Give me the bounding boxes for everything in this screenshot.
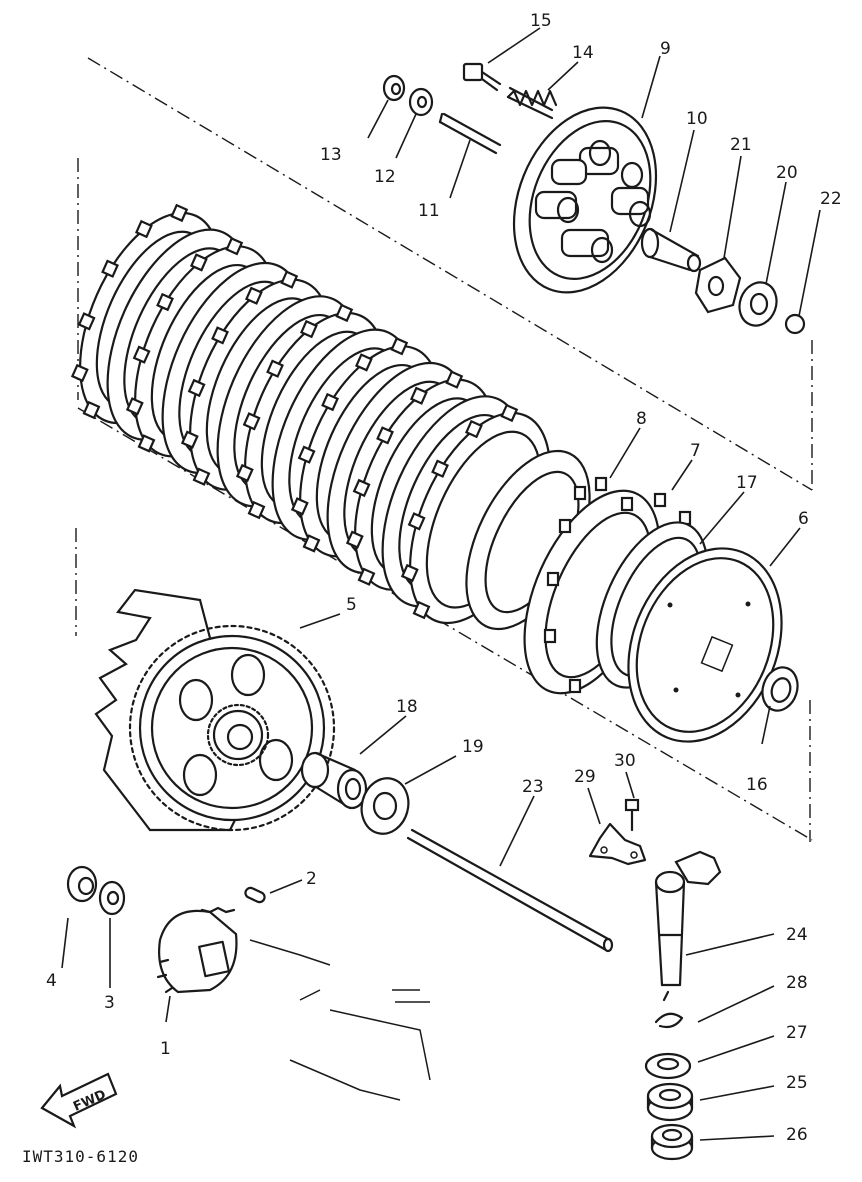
part-label-28: 28 — [786, 973, 808, 993]
part-13-nut — [382, 74, 406, 102]
part-label-29: 29 — [574, 767, 596, 787]
part-label-19: 19 — [462, 737, 484, 757]
part-label-6: 6 — [798, 509, 809, 529]
part-label-13: 13 — [320, 145, 342, 165]
part-16-washer — [761, 666, 799, 712]
part-5-clutch-housing — [94, 588, 336, 832]
part-label-5: 5 — [346, 595, 357, 615]
part-label-12: 12 — [374, 167, 396, 187]
part-28-clip — [654, 990, 684, 1029]
part-29-bracket — [588, 822, 647, 866]
part-23-long-push-rod — [406, 828, 614, 953]
part-label-25: 25 — [786, 1073, 808, 1093]
part-label-9: 9 — [660, 39, 671, 59]
part-21-nut — [694, 256, 742, 314]
part-27-washer — [644, 1052, 692, 1080]
figure-code: IWT310-6120 — [22, 1147, 139, 1166]
part-6-clutch-boss — [627, 547, 783, 743]
part-label-2: 2 — [306, 869, 317, 889]
part-label-8: 8 — [636, 409, 647, 429]
part-label-24: 24 — [786, 925, 808, 945]
part-label-1: 1 — [160, 1039, 171, 1059]
part-14-spring — [506, 86, 558, 120]
part-label-10: 10 — [686, 109, 708, 129]
part-label-4: 4 — [46, 971, 57, 991]
part-label-11: 11 — [418, 201, 440, 221]
part-label-17: 17 — [736, 473, 758, 493]
part-24-lever-shaft — [654, 850, 722, 987]
part-3-washer — [98, 880, 126, 916]
part-2-pin — [244, 886, 266, 904]
part-label-7: 7 — [690, 441, 701, 461]
part-label-3: 3 — [104, 993, 115, 1013]
fwd-arrow-icon: FWD — [40, 1072, 118, 1129]
part-11-push-rod — [438, 112, 502, 155]
part-label-26: 26 — [786, 1125, 808, 1145]
part-19-washer — [360, 777, 410, 835]
part-label-21: 21 — [730, 135, 752, 155]
part-26-bush — [650, 1123, 694, 1161]
part-25-oil-seal — [646, 1082, 694, 1122]
part-label-22: 22 — [820, 189, 842, 209]
part-22-ball — [784, 313, 806, 335]
part-label-15: 15 — [530, 11, 552, 31]
part-4-bearing — [66, 865, 98, 903]
part-label-23: 23 — [522, 777, 544, 797]
part-12-washer — [408, 87, 434, 117]
part-label-14: 14 — [572, 43, 594, 63]
part-label-30: 30 — [614, 751, 636, 771]
crankcase-outline — [249, 939, 431, 1101]
part-1-primary-drive-gear — [156, 906, 238, 994]
part-30-screw — [624, 798, 640, 832]
part-label-27: 27 — [786, 1023, 808, 1043]
part-label-16: 16 — [746, 775, 768, 795]
part-9-pressure-plate — [512, 106, 658, 294]
part-number-labels: 15 14 9 10 21 20 22 13 12 11 8 7 17 6 5 … — [46, 11, 842, 1145]
part-10-push-piece — [640, 227, 702, 273]
part-15-bolt — [462, 62, 502, 92]
part-label-18: 18 — [396, 697, 418, 717]
part-label-20: 20 — [776, 163, 798, 183]
leader-lines — [61, 27, 821, 1141]
part-20-washer — [738, 281, 778, 327]
part-18-sleeve — [300, 751, 368, 810]
